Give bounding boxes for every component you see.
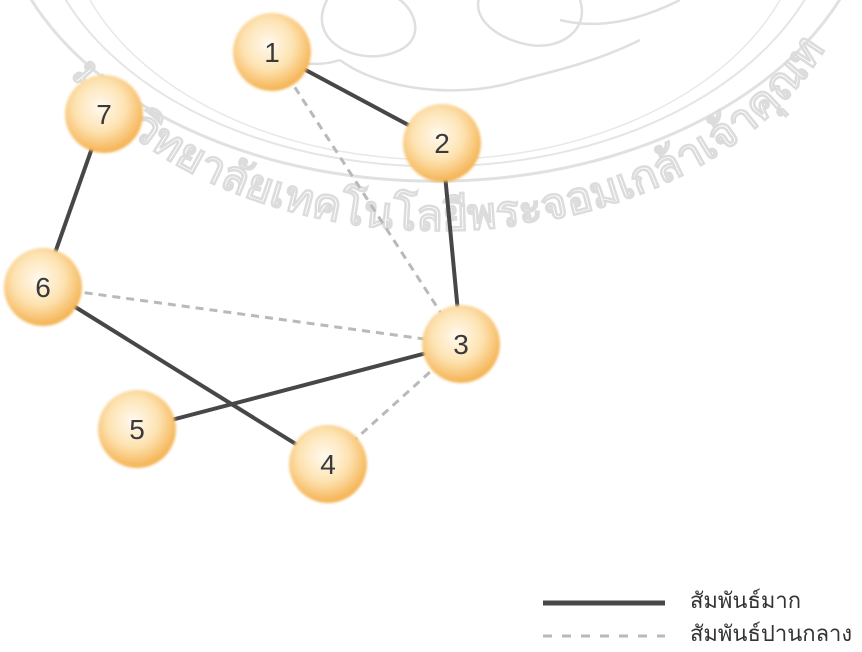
node-label: 7: [96, 99, 112, 130]
node-circle: [403, 104, 481, 182]
node-3: 3: [422, 305, 500, 383]
node-label: 5: [129, 414, 145, 445]
edge-6-3: [42, 285, 462, 346]
node-label: 2: [434, 128, 450, 159]
edge-6-4: [41, 285, 330, 466]
legend: สัมพันธ์มาก สัมพันธ์ปานกลาง: [543, 589, 852, 647]
node-circle: [65, 75, 143, 153]
node-2: 2: [403, 104, 481, 182]
node-label: 1: [264, 37, 280, 68]
edge-5-3: [136, 342, 462, 431]
node-label: 3: [453, 329, 469, 360]
legend-strong-label: สัมพันธ์มาก: [690, 589, 801, 614]
node-6: 6: [4, 248, 82, 326]
edge-1-3: [270, 51, 463, 345]
node-label: 4: [320, 449, 336, 480]
legend-medium-label: สัมพันธ์ปานกลาง: [690, 622, 852, 647]
node-circle: [233, 13, 311, 91]
node-label: 6: [35, 272, 51, 303]
nodes-layer: 1 2 3 4 5 6 7: [4, 13, 500, 503]
node-circle: [289, 425, 367, 503]
node-1: 1: [233, 13, 311, 91]
node-7: 7: [65, 75, 143, 153]
node-circle: [98, 390, 176, 468]
node-circle: [422, 305, 500, 383]
seal-emblem-icon: [249, 0, 681, 92]
node-5: 5: [98, 390, 176, 468]
node-circle: [4, 248, 82, 326]
node-4: 4: [289, 425, 367, 503]
